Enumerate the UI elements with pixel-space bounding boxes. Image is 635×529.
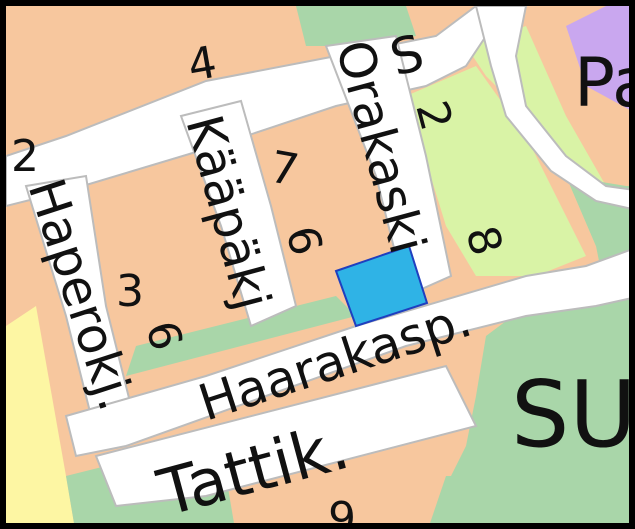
park-light-area-mid [406, 66, 586, 276]
yellow-area [6, 306, 74, 523]
house-number-2-left: 2 [11, 131, 39, 182]
house-number-3: 3 [116, 266, 144, 317]
park-area-bottom-mid [430, 476, 476, 523]
house-number-9: 9 [328, 493, 356, 529]
road-network [6, 6, 629, 508]
road-orakaski [324, 34, 453, 298]
park-area-right [430, 176, 629, 523]
road-kaapakj [179, 99, 298, 328]
district-label-su: SU [511, 361, 635, 468]
district-label-pa: Pa [574, 44, 635, 123]
park-area-top [296, 6, 416, 46]
road-top-right [474, 6, 629, 210]
selected-parcel[interactable] [334, 244, 429, 328]
park-strip [126, 296, 356, 376]
road-tattik [94, 364, 478, 508]
map-canvas[interactable]: Haperokj. Kääpäkj Orakaski Haarakasp. Ta… [6, 6, 635, 529]
lavender-area [566, 6, 629, 110]
